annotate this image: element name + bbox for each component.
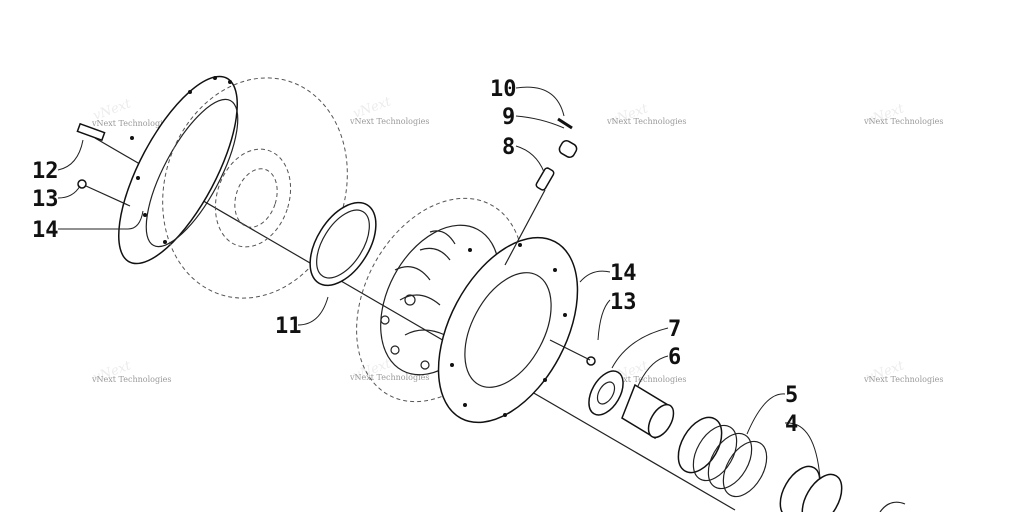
callout-8: 8 xyxy=(502,135,515,160)
callout-4: 4 xyxy=(785,412,798,437)
watermark: vNext Technologies xyxy=(349,117,429,126)
part-5-spring xyxy=(677,416,768,498)
watermark: vNext Technologies xyxy=(91,375,171,384)
part-10-pin xyxy=(557,117,573,130)
callout-7: 7 xyxy=(668,317,681,342)
callout-6: 6 xyxy=(668,345,681,370)
left-bolts xyxy=(76,122,131,207)
pin-axis xyxy=(504,189,546,266)
part-7-washer xyxy=(588,370,624,416)
callout-labels: 12 13 14 11 10 9 8 14 13 7 6 5 4 xyxy=(32,77,798,437)
watermark: vNext Technologies xyxy=(863,375,943,384)
part-4-rings xyxy=(779,465,906,512)
watermark: vNext Technologies xyxy=(606,117,686,126)
leader-lines xyxy=(57,86,821,479)
callout-11: 11 xyxy=(275,314,302,339)
watermark: vNext Technologies xyxy=(349,373,429,382)
part-11-ring xyxy=(309,201,377,287)
pin-parts xyxy=(504,117,578,266)
callout-14-right: 14 xyxy=(610,261,637,286)
watermark: vNext Technologies xyxy=(863,117,943,126)
part-6-bushing xyxy=(621,383,675,440)
watermark: vNext Technologies xyxy=(606,375,686,384)
callout-5: 5 xyxy=(785,383,798,408)
right-screw xyxy=(549,339,596,366)
callout-13-left: 13 xyxy=(32,187,59,212)
part-9-roller xyxy=(558,140,578,158)
left-flange-ring xyxy=(118,75,239,265)
callout-12: 12 xyxy=(32,159,59,184)
callout-14-left: 14 xyxy=(32,218,59,243)
callout-13-right: 13 xyxy=(610,290,637,315)
right-flange-ring xyxy=(437,236,579,424)
watermark: vNext Technologies xyxy=(91,119,171,128)
callout-10: 10 xyxy=(490,77,517,102)
callout-9: 9 xyxy=(502,105,515,130)
part-8-bushing xyxy=(535,167,555,191)
bolt-12 xyxy=(76,122,106,142)
